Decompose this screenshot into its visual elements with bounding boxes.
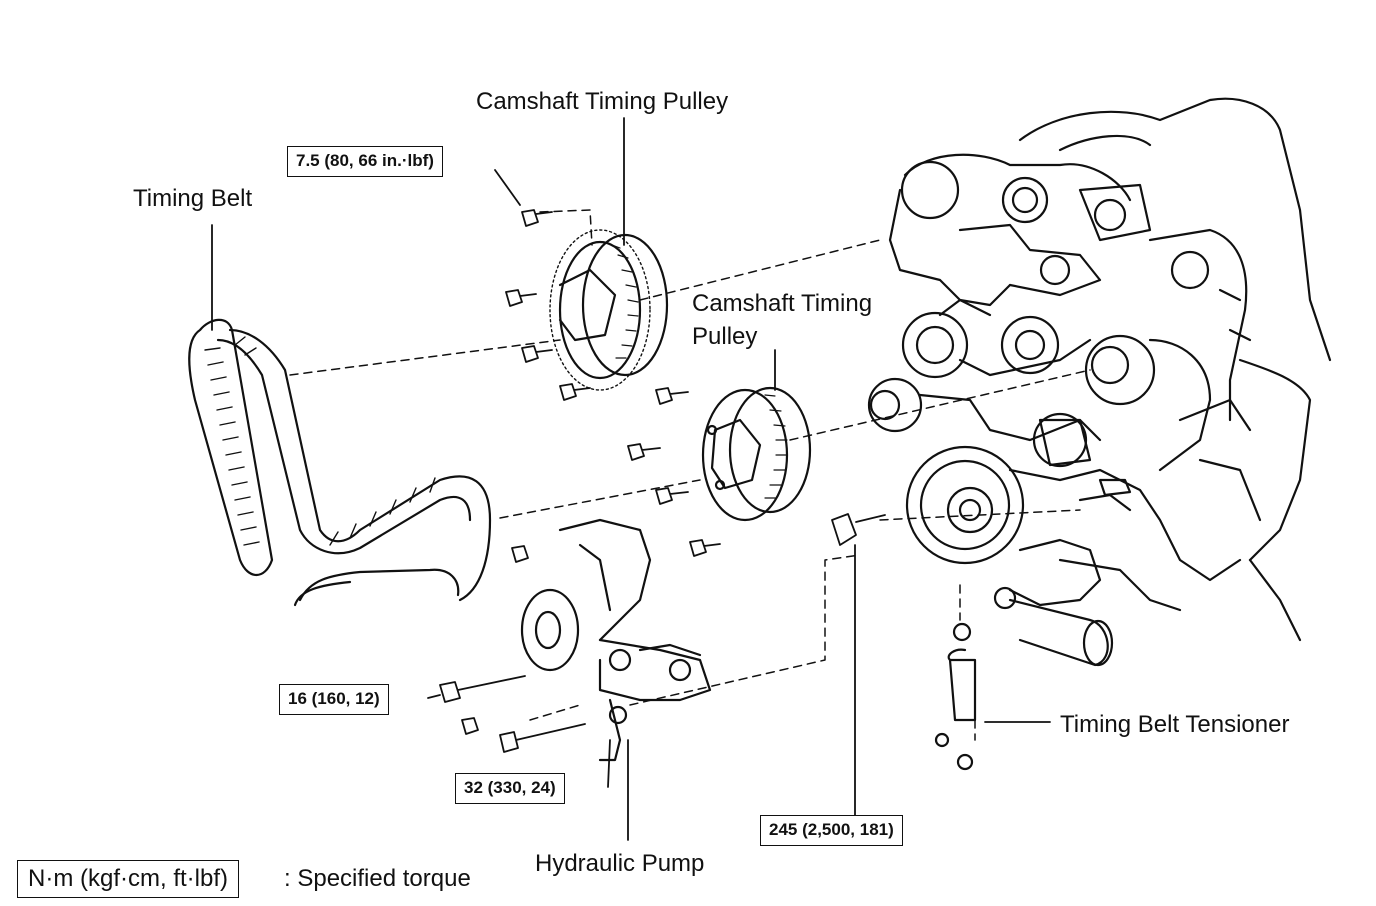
bolts [439,209,886,753]
upper-camshaft-pulley [549,229,669,391]
legend-unit-box: N·m (kgf·cm, ft·lbf) [17,860,239,899]
timing-belt-tensioner-drawing [934,622,977,771]
timing-belt-label: Timing Belt [133,185,253,212]
camshaft-timing-pulley-label-right-line1: Camshaft Timing [692,290,873,317]
torque-crank-bolt: 245 (2,500, 181) [760,815,903,846]
torque-cam-pulley-bolt: 7.5 (80, 66 in.·lbf) [287,146,443,177]
camshaft-timing-pulley-label-right-line2: Pulley [692,323,758,350]
hydraulic-pump-label: Hydraulic Pump [535,850,705,877]
camshaft-timing-pulley-label-top: Camshaft Timing Pulley [476,88,729,115]
engine-block [867,97,1332,667]
hydraulic-pump [520,518,712,762]
timing-belt-tensioner-label: Timing Belt Tensioner [1060,711,1290,738]
legend-text: : Specified torque [284,865,471,892]
torque-idler-bolt: 16 (160, 12) [279,684,389,715]
lower-camshaft-pulley [701,386,812,522]
timing-belt-drawing [188,318,492,607]
torque-pump-bolt: 32 (330, 24) [455,773,565,804]
